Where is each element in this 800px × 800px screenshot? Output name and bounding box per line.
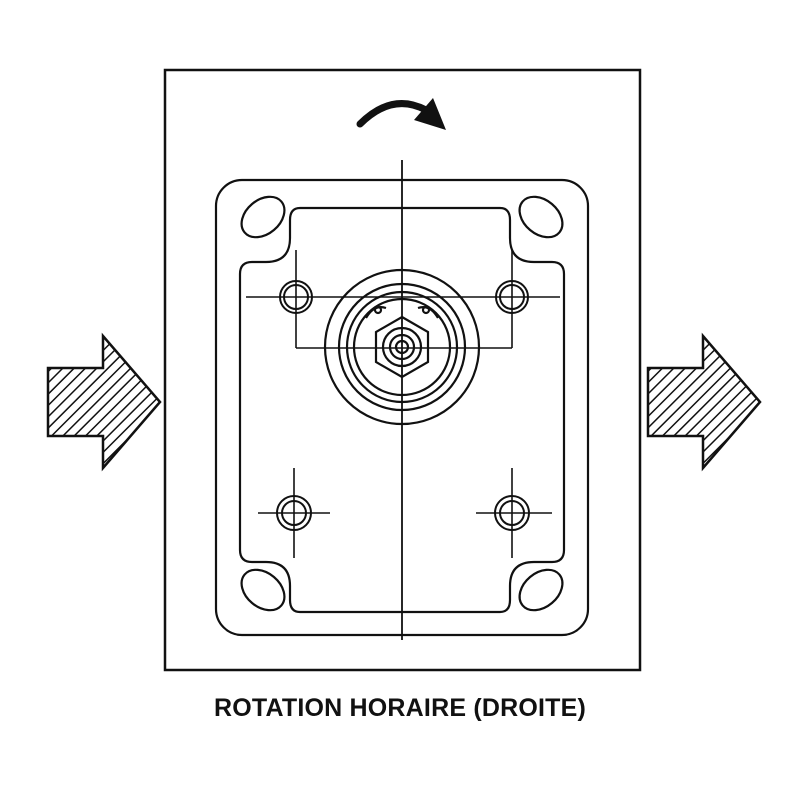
outlet-flow-arrow-icon bbox=[646, 332, 762, 472]
inlet-flow-arrow-icon bbox=[46, 332, 162, 472]
diagram-caption: ROTATION HORAIRE (DROITE) bbox=[213, 694, 587, 722]
corner-slot-holes bbox=[240, 195, 564, 612]
outer-frame bbox=[163, 68, 642, 672]
clockwise-rotation-arrow-icon bbox=[356, 98, 446, 130]
hole-crosshairs bbox=[246, 250, 560, 558]
